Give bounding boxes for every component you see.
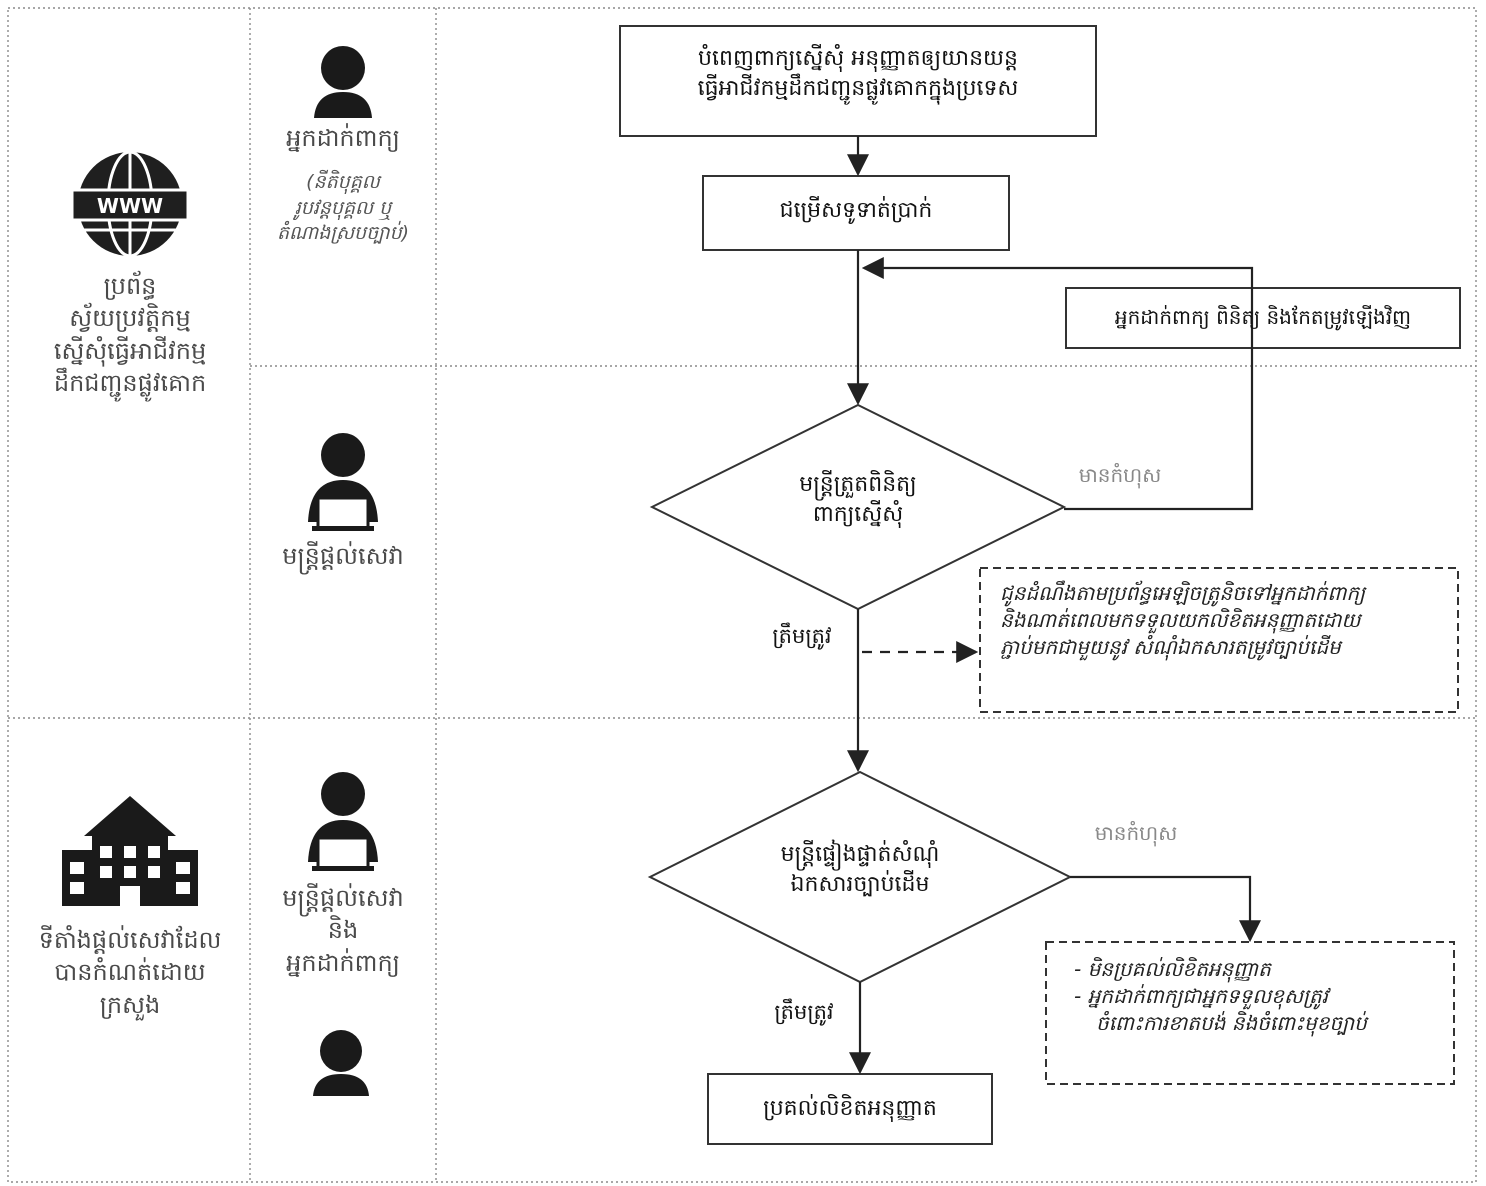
actor-sub-line: រូបវន្តបុគ្គល ឬ xyxy=(294,196,392,219)
step1-line: បំពេញពាក្យស្នើសុំ អនុញ្ញាតឲ្យយានយន្ត xyxy=(698,46,1018,71)
ok2-label: ត្រឹមត្រូវ xyxy=(774,1000,834,1024)
lane-text-line: ក្រសួង xyxy=(99,990,161,1019)
actor-officer: មន្ត្រីផ្តល់សេវា xyxy=(282,542,404,570)
lane-text-line: ស្នើសុំធ្វើអាជីវកម្ម xyxy=(53,336,207,365)
decision1-line: មន្ត្រីត្រួតពិនិត្យ xyxy=(799,472,917,497)
lane-text-line: ប្រព័ន្ធ xyxy=(103,272,157,300)
step1-line: ធ្វើអាជីវកម្មដឹកជញ្ជូនផ្លូវគោកក្នុងប្រទេ… xyxy=(697,75,1019,101)
person-icon xyxy=(313,1030,369,1096)
www-globe-icon: WWW xyxy=(70,150,190,258)
notice-text: ជូនដំណឹងតាមប្រព័ន្ធអេឡិចត្រូនិចទៅអ្នកដាក… xyxy=(1000,580,1450,661)
step-payment-box xyxy=(702,175,1010,251)
actor-line: និង xyxy=(327,916,359,945)
step1-text: បំពេញពាក្យស្នើសុំ អនុញ្ញាតឲ្យយានយន្ត ធ្វ… xyxy=(624,44,1092,103)
physical-office-label: ទីតាំងផ្តល់សេវាដែល បានកំណត់ដោយ ក្រសួង xyxy=(14,924,246,1021)
person-laptop-icon xyxy=(308,433,378,531)
actor-applicant: អ្នកដាក់ពាក្យ xyxy=(286,124,400,152)
actor-officer-bottom: មន្ត្រីផ្តល់សេវា និង អ្នកដាក់ពាក្យ xyxy=(252,882,434,979)
correction-box xyxy=(1065,287,1461,349)
error1-label: មានកំហុស xyxy=(1078,463,1162,487)
notice-box xyxy=(979,567,1459,713)
svg-text:WWW: WWW xyxy=(97,194,163,218)
lane-text-line: ដឹកជញ្ជូនផ្លូវគោក xyxy=(53,369,207,398)
reject-line: - មិនប្រគល់លិខិតអនុញ្ញាត xyxy=(1074,957,1271,981)
reject-line: - អ្នកដាក់ពាក្យជាអ្នកទទួលខុសត្រូវ xyxy=(1074,984,1329,1008)
person-laptop-icon xyxy=(308,772,378,871)
actor-applicant-sub: (នីតិបុគ្គល រូបវន្តបុគ្គល ឬ តំណាងស្របច្ប… xyxy=(252,170,434,247)
actor-sub-line: តំណាងស្របច្បាប់) xyxy=(276,222,410,245)
final-text: ប្រគល់លិខិតអនុញ្ញាត xyxy=(763,1096,937,1121)
building-icon xyxy=(62,796,198,906)
decision2-text: មន្ត្រីផ្ទៀងផ្ទាត់សំណុំ ឯកសារច្បាប់ដើម xyxy=(730,840,990,899)
person-icon xyxy=(314,46,372,118)
decision2-line: ឯកសារច្បាប់ដើម xyxy=(790,871,930,897)
correction-text: អ្នកដាក់ពាក្យ ពិនិត្យ និងកែតម្រូវឡើងវិញ xyxy=(1114,305,1412,329)
step-fill-application-box xyxy=(619,25,1097,137)
actor-sub-line: (នីតិបុគ្គល xyxy=(306,171,380,193)
ok1-label: ត្រឹមត្រូវ xyxy=(772,624,832,648)
swimlane-grid xyxy=(7,7,1477,1183)
reject-text: - មិនប្រគល់លិខិតអនុញ្ញាត - អ្នកដាក់ពាក្យ… xyxy=(1074,956,1450,1037)
actor-line: អ្នកដាក់ពាក្យ xyxy=(286,948,400,977)
decision2-line: មន្ត្រីផ្ទៀងផ្ទាត់សំណុំ xyxy=(780,842,940,867)
lane-text-line: ស្វ័យប្រវត្តិកម្ម xyxy=(69,304,191,333)
arrow-decision2-reject xyxy=(1070,875,1261,943)
lane-text-line: បានកំណត់ដោយ xyxy=(54,958,206,987)
reject-line: ចំពោះការខាតបង់ និងចំពោះមុខច្បាប់ xyxy=(1096,1011,1367,1035)
reject-box xyxy=(1045,941,1455,1085)
notice-line: ភ្ជាប់មកជាមួយនូវ សំណុំឯកសារតម្រូវច្បាប់ដ… xyxy=(1000,635,1341,659)
step2-text: ជម្រើសទូទាត់ប្រាក់ xyxy=(779,198,933,223)
lane-text-line: ទីតាំងផ្តល់សេវាដែល xyxy=(38,926,222,954)
decision1-text: មន្ត្រីត្រួតពិនិត្យ ពាក្យស្នើសុំ xyxy=(730,470,986,529)
final-step-box xyxy=(707,1073,993,1145)
loop-error-correction xyxy=(861,257,1254,511)
notice-line: និងណាត់ពេលមកទទួលយកលិខិតអនុញ្ញាតដោយ xyxy=(1000,608,1361,632)
actor-line: មន្ត្រីផ្តល់សេវា xyxy=(282,884,404,912)
notice-line: ជូនដំណឹងតាមប្រព័ន្ធអេឡិចត្រូនិចទៅអ្នកដាក… xyxy=(1000,581,1366,605)
decision1-line: ពាក្យស្នើសុំ xyxy=(812,501,904,527)
error2-label: មានកំហុស xyxy=(1094,821,1178,845)
online-system-label: ប្រព័ន្ធ ស្វ័យប្រវត្តិកម្ម ស្នើសុំធ្វើអា… xyxy=(14,270,246,400)
